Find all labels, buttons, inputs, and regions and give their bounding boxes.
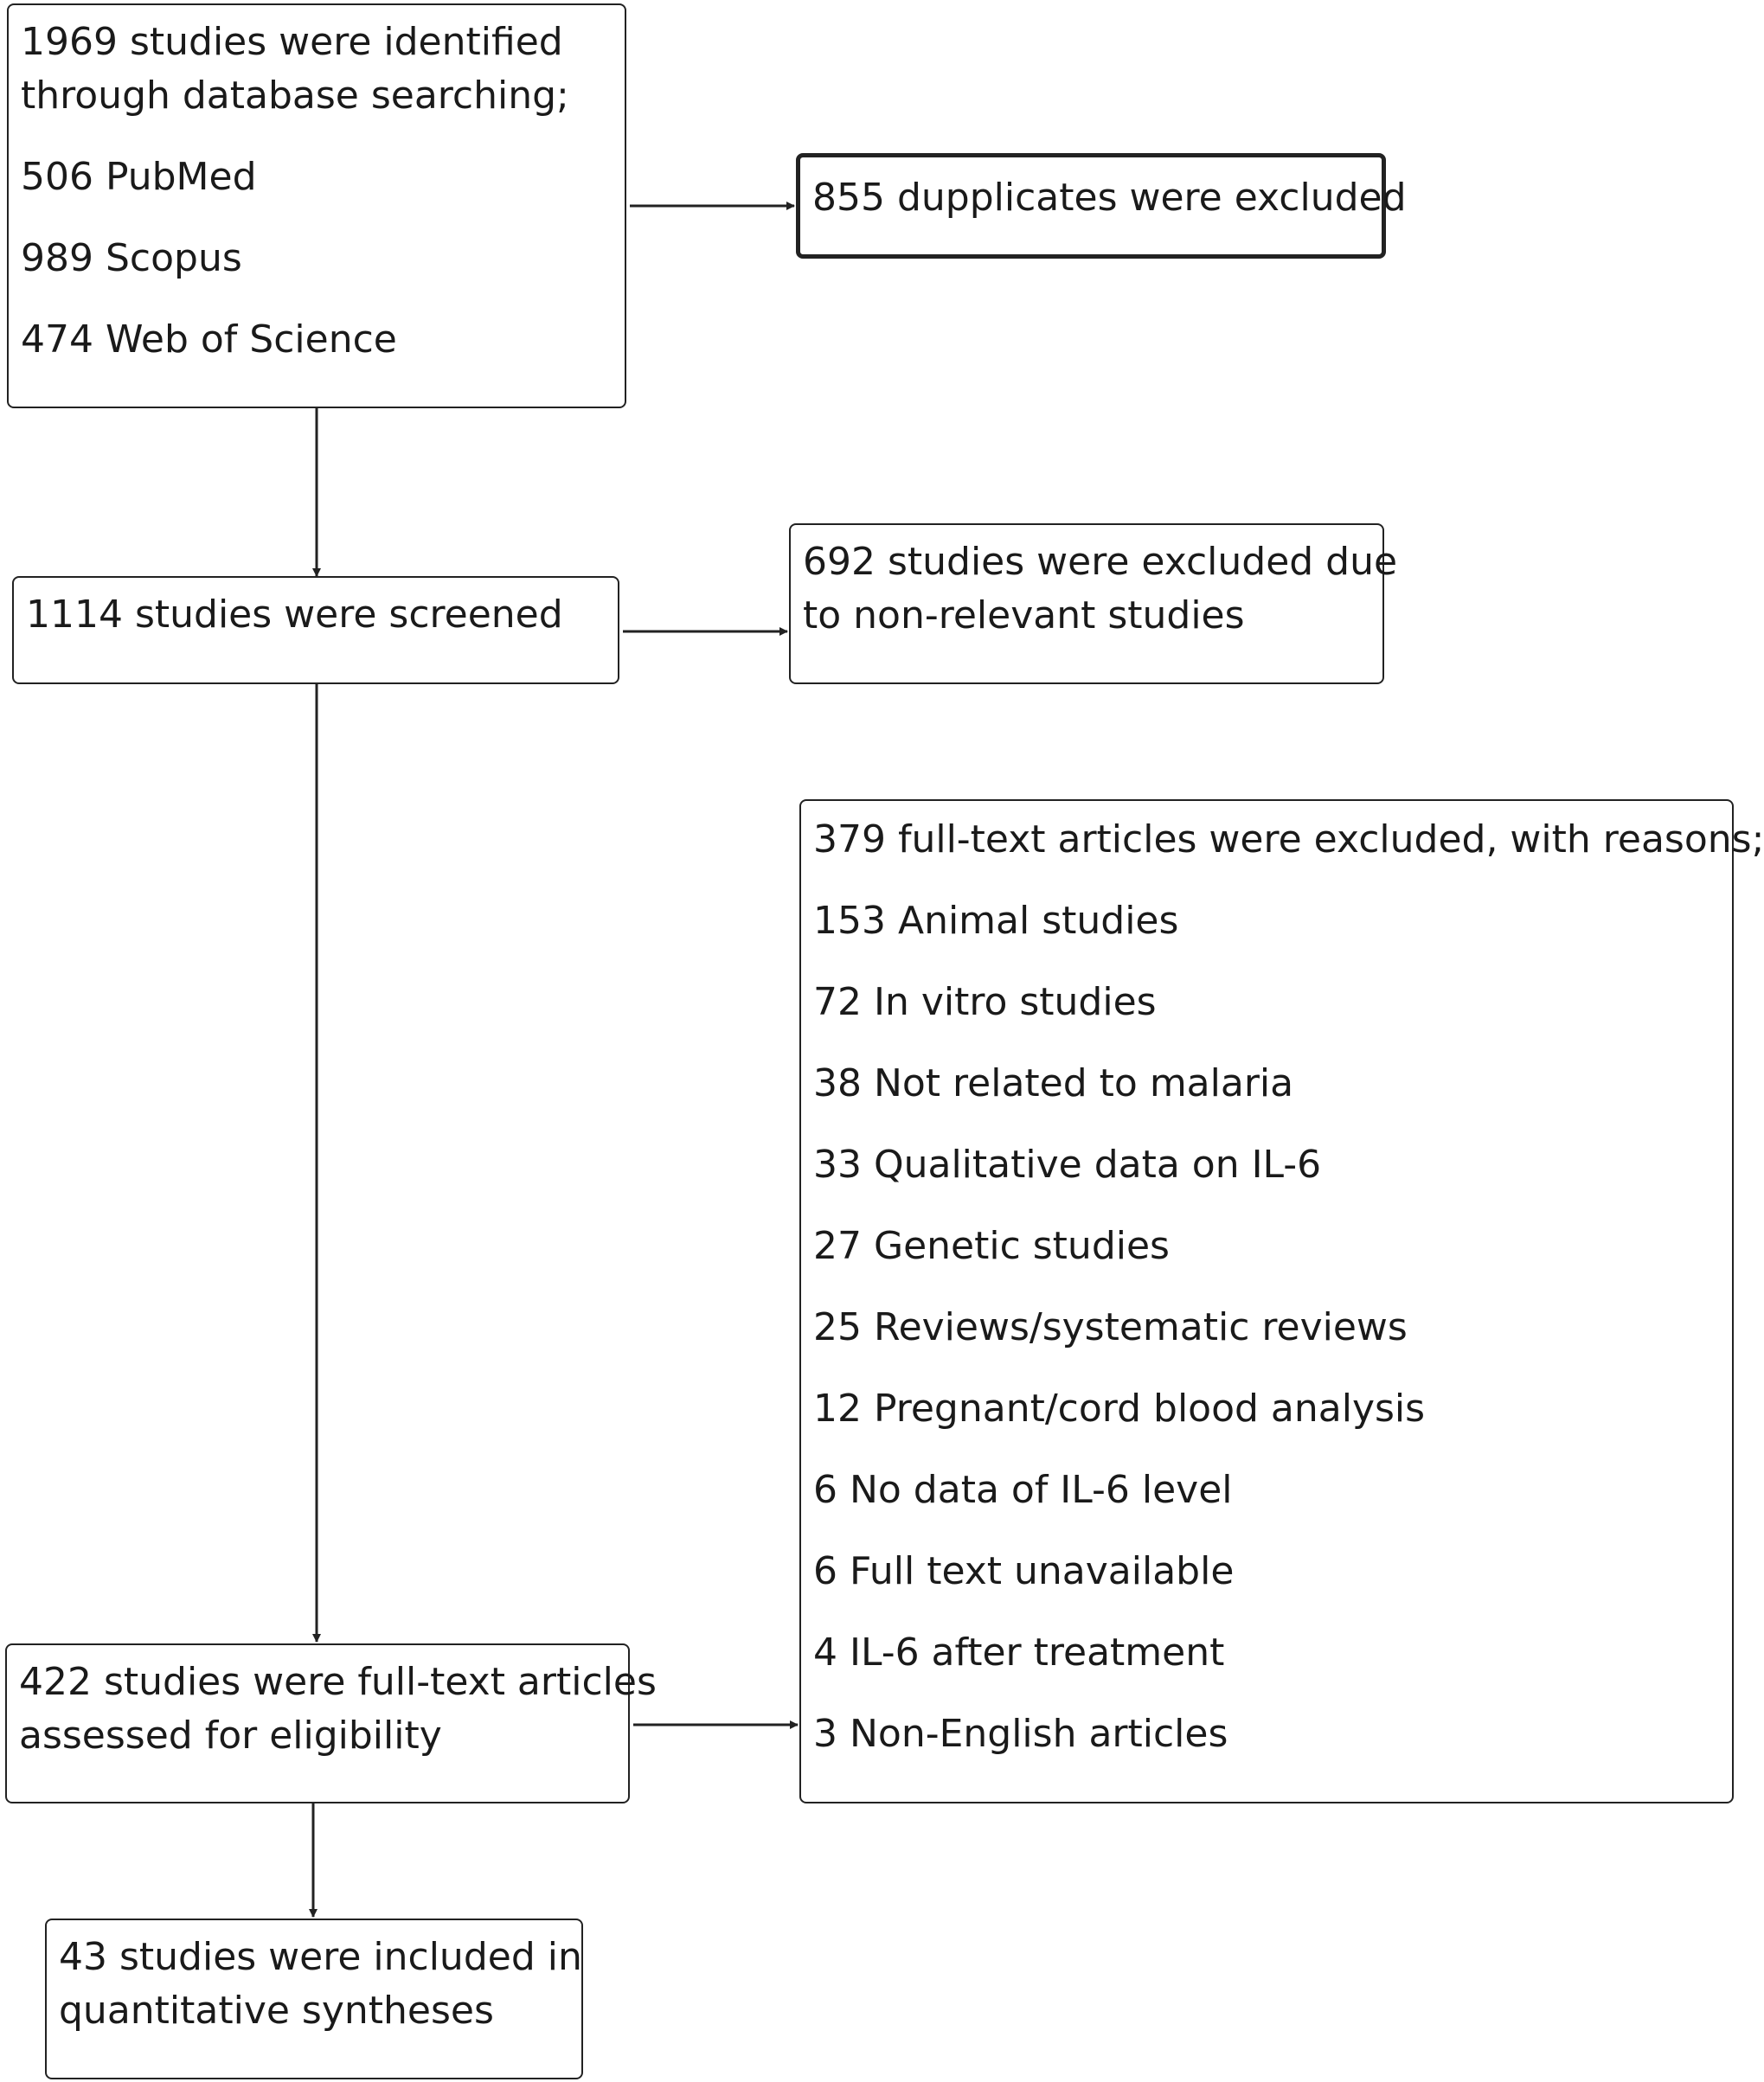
duplicates-text: 855 dupplicates were excluded: [812, 176, 1407, 220]
reason-item: 6 Full text unavailable: [813, 1549, 1235, 1593]
screen-excluded-line: to non-relevant studies: [803, 593, 1245, 637]
screen-excluded-line: 692 studies were excluded due: [803, 540, 1398, 584]
reason-item: 3 Non-English articles: [813, 1712, 1228, 1756]
identification-intro-line: 1969 studies were identified: [21, 20, 563, 64]
identification-intro-line: through database searching;: [21, 74, 569, 118]
reason-item: 38 Not related to malaria: [813, 1061, 1294, 1105]
source-web-of-science: 474 Web of Science: [21, 317, 397, 362]
source-pubmed: 506 PubMed: [21, 155, 257, 199]
included-line: 43 studies were included in: [59, 1935, 582, 1979]
reason-item: 153 Animal studies: [813, 899, 1179, 943]
eligibility-box: 422 studies were full-text articles asse…: [5, 1643, 657, 1803]
eligibility-line: assessed for eligibility: [19, 1714, 442, 1758]
included-line: quantitative syntheses: [59, 1989, 494, 2033]
included-box: 43 studies were included in quantitative…: [45, 1919, 583, 2079]
identification-box: 1969 studies were identified through dat…: [7, 3, 626, 408]
screening-box: 1114 studies were screened: [12, 576, 619, 684]
fulltext-excluded-heading: 379 full-text articles were excluded, wi…: [813, 817, 1764, 862]
reason-item: 25 Reviews/systematic reviews: [813, 1305, 1408, 1349]
reason-item: 6 No data of IL-6 level: [813, 1468, 1233, 1512]
screening-text: 1114 studies were screened: [26, 593, 563, 637]
screen-excluded-box: 692 studies were excluded due to non-rel…: [789, 523, 1398, 684]
reason-item: 12 Pregnant/cord blood analysis: [813, 1387, 1426, 1431]
fulltext-excluded-box: 379 full-text articles were excluded, wi…: [799, 799, 1764, 1803]
reason-item: 33 Qualitative data on IL-6: [813, 1143, 1322, 1187]
source-scopus: 989 Scopus: [21, 236, 242, 280]
eligibility-line: 422 studies were full-text articles: [19, 1660, 657, 1704]
reason-item: 27 Genetic studies: [813, 1224, 1170, 1268]
reason-item: 4 IL-6 after treatment: [813, 1630, 1225, 1675]
reason-item: 72 In vitro studies: [813, 980, 1157, 1024]
duplicates-box: 855 dupplicates were excluded: [796, 153, 1407, 259]
